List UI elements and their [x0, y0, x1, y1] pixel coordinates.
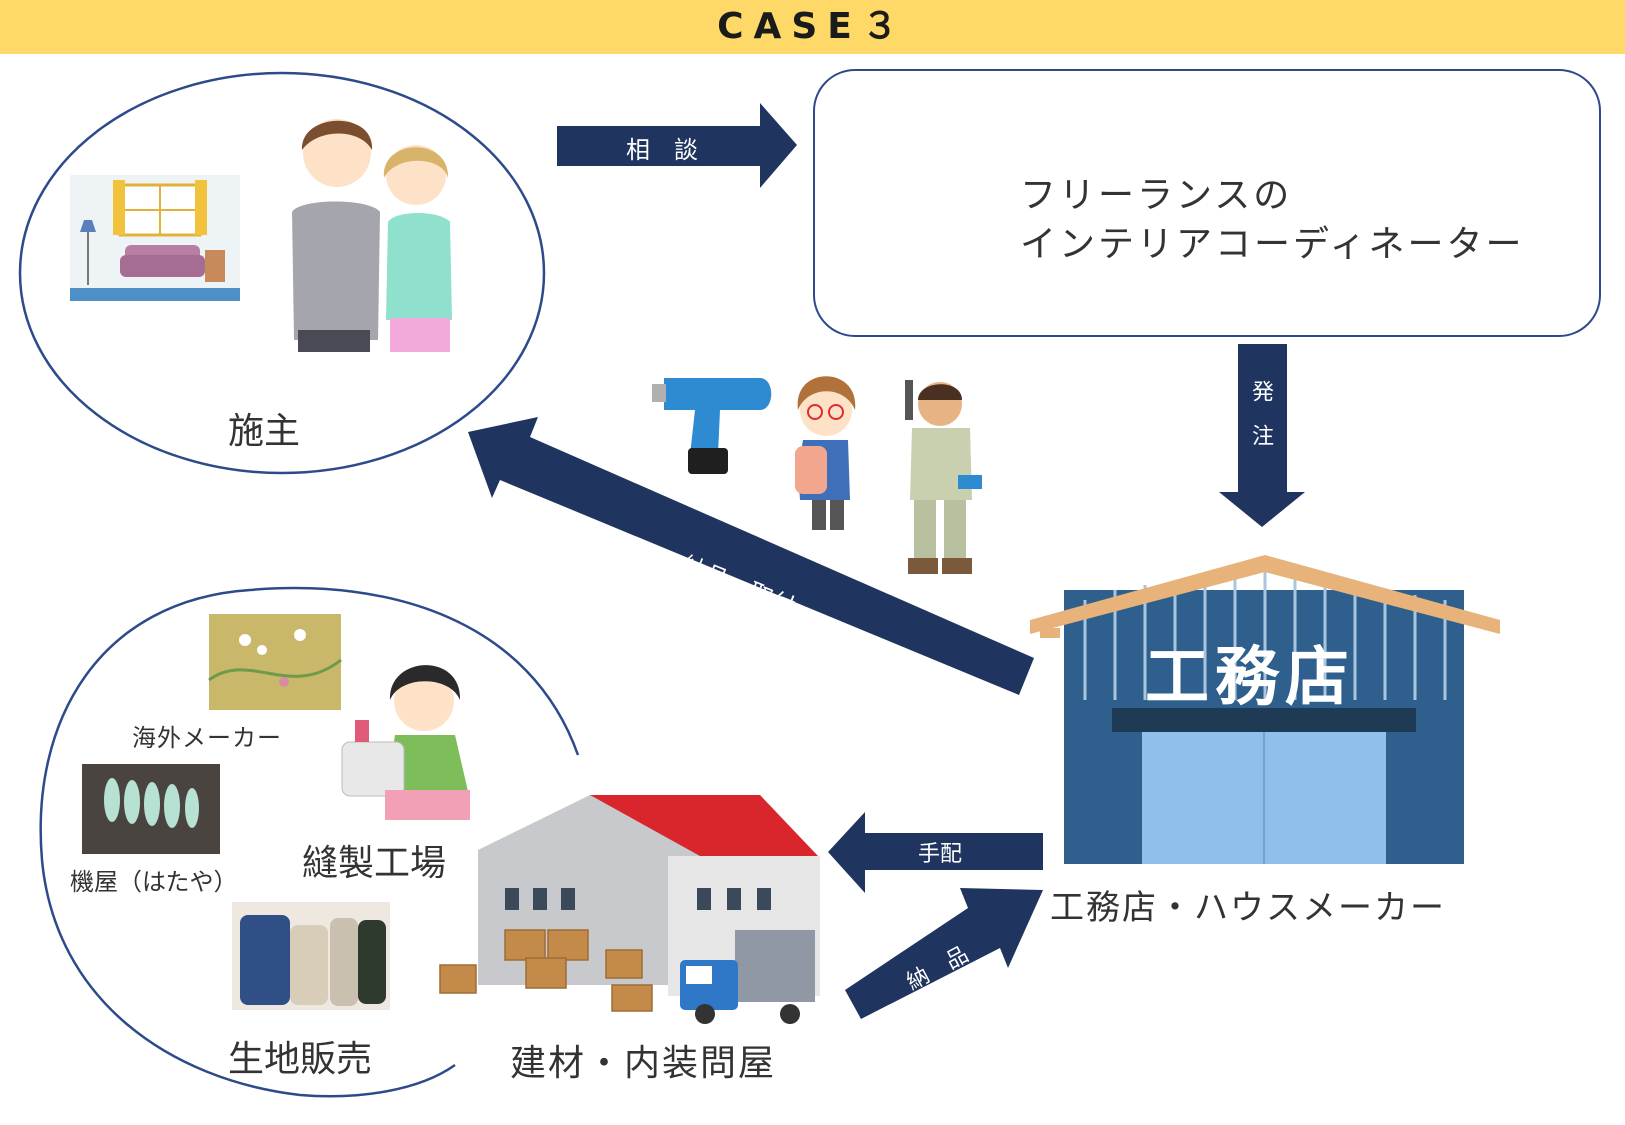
contractor-sign: 工務店 [1145, 641, 1355, 715]
page-title: CASE３ [717, 6, 908, 47]
wholesaler-label: 建材・内装問屋 [510, 1043, 777, 1084]
living-room-illustration [70, 175, 240, 301]
installers-illustration [652, 376, 982, 574]
fabric-photo-overseas [208, 614, 342, 710]
fabric-retail-label: 生地販売 [228, 1039, 373, 1080]
client-label: 施主 [228, 411, 301, 452]
arrange-arrow-label: 手配 [918, 842, 963, 867]
consult-arrow [557, 103, 797, 188]
fabric-rolls-photo [232, 902, 390, 1010]
delivery-install-arrow [468, 417, 1034, 695]
arrange-arrow [828, 812, 1043, 893]
coordinator-label-line2: インテリアコーディネーター [1020, 224, 1525, 265]
weaver-label: 機屋（はたや） [70, 868, 238, 896]
coordinator-label-line1: フリーランスの [1020, 175, 1293, 216]
title-banner [0, 0, 1625, 54]
order-arrow-label: 発 注 [1248, 380, 1273, 446]
order-arrow [1219, 344, 1305, 527]
consult-arrow-label: 相 談 [626, 136, 698, 164]
sewing-worker-illustration [341, 665, 470, 820]
supplier-ellipse [39, 586, 580, 1098]
coordinator-box [813, 69, 1601, 337]
couple-illustration [292, 119, 452, 352]
weaving-photo [82, 764, 220, 854]
sewing-factory-label: 縫製工場 [302, 843, 447, 884]
wholesaler-warehouse [439, 795, 820, 1024]
deliver-arrow [845, 888, 1043, 1019]
overseas-maker-label: 海外メーカー [132, 724, 282, 752]
client-ellipse [18, 71, 546, 475]
contractor-label: 工務店・ハウスメーカー [1050, 888, 1446, 928]
contractor-building [1030, 555, 1500, 864]
